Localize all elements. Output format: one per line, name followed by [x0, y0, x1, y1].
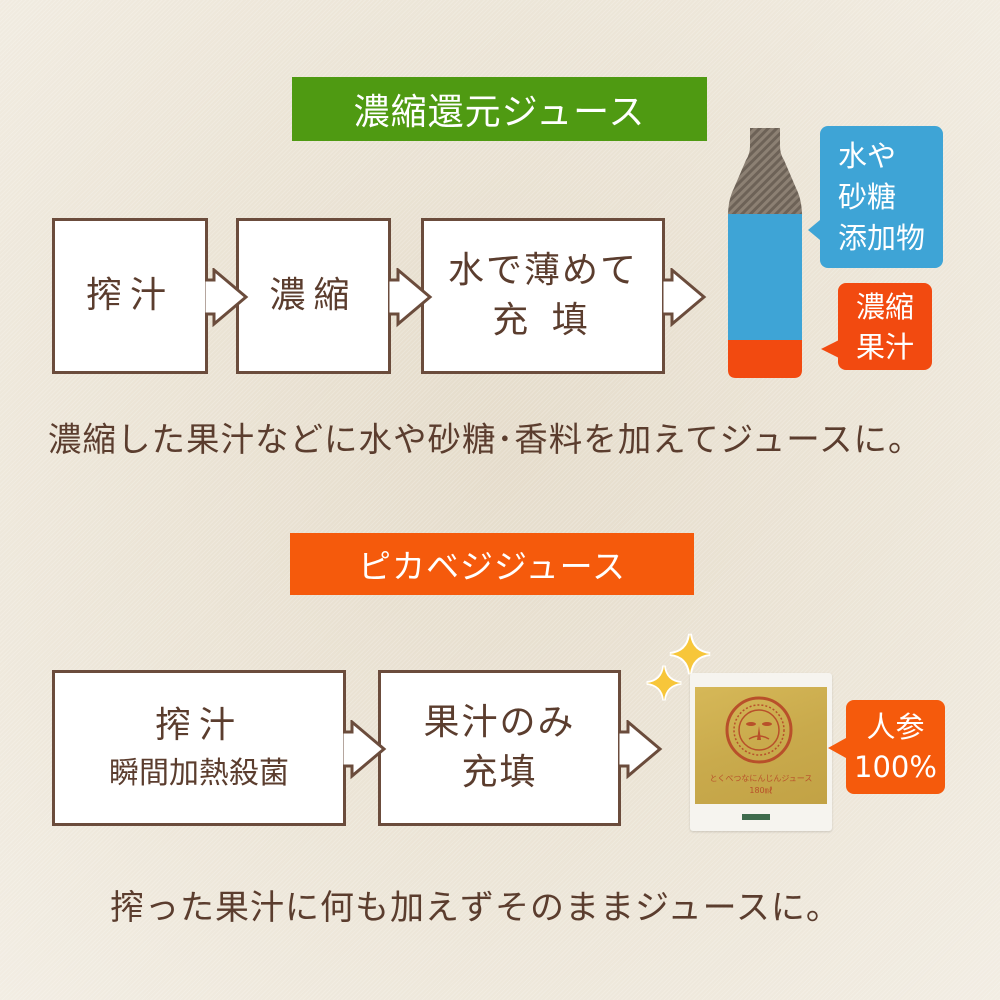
- step-dilute-fill: 水で薄めて 充 填: [421, 218, 665, 374]
- callout-additives-line: 水や: [838, 138, 897, 173]
- pikavege-juice-title: ピカベジジュース: [290, 533, 694, 595]
- step-concentrate: 濃縮: [236, 218, 391, 374]
- concentrate-juice-title-text: 濃縮還元ジュース: [353, 92, 646, 133]
- callout-tail: [808, 220, 820, 240]
- callout-additives-line: 砂糖: [838, 179, 897, 214]
- package-name: とくべつなにんじんジュース: [709, 774, 813, 783]
- step-concentrate-label: 濃縮: [269, 275, 358, 316]
- step-dilute-label: 水で薄めて: [447, 250, 638, 291]
- callout-carrot-100: 人参 100%: [846, 700, 945, 794]
- step-fill-label: 充 填: [492, 300, 594, 341]
- callout-additives-line: 添加物: [838, 220, 926, 255]
- arrow-right-icon: [205, 268, 249, 328]
- step-juice-only-label: 果汁のみ: [423, 702, 576, 743]
- callout-carrot-line: 人参: [866, 710, 925, 744]
- step-squeeze-sterilize: 搾汁 瞬間加熱殺菌: [52, 670, 346, 826]
- bottle-icon: [728, 128, 802, 378]
- package-label: とくべつなにんじんジュース 180㎖: [695, 687, 827, 804]
- callout-concentrate-line: 果汁: [855, 329, 914, 364]
- concentrate-description: 濃縮した果汁などに水や砂糖･香料を加えてジュースに。: [48, 420, 923, 459]
- callout-tail: [821, 340, 839, 358]
- face-logo-icon: [725, 696, 793, 764]
- arrow-right-icon: [663, 268, 707, 328]
- step-juice-only-fill: 果汁のみ 充填: [378, 670, 621, 826]
- step-squeeze: 搾汁: [52, 218, 208, 374]
- callout-additives: 水や 砂糖 添加物: [820, 126, 943, 268]
- callout-concentrate-line: 濃縮: [855, 289, 914, 324]
- callout-concentrate: 濃縮 果汁: [838, 283, 932, 370]
- barcode: [742, 814, 770, 820]
- arrow-right-icon: [343, 720, 387, 780]
- callout-tail: [828, 738, 846, 758]
- pikavege-description: 搾った果汁に何も加えずそのままジュースに。: [110, 888, 841, 928]
- arrow-right-icon: [389, 268, 433, 328]
- callout-percent-line: 100%: [854, 750, 937, 784]
- step-sterilize-label: 瞬間加熱殺菌: [109, 756, 289, 791]
- pikavege-juice-title-text: ピカベジジュース: [357, 547, 627, 586]
- arrow-right-icon: [619, 720, 663, 780]
- step-squeeze-label: 搾汁: [154, 705, 243, 746]
- step-squeeze-label: 搾汁: [85, 275, 174, 316]
- juice-package-icon: とくべつなにんじんジュース 180㎖: [690, 673, 832, 831]
- sparkle-icon: [646, 665, 682, 701]
- concentrate-juice-title: 濃縮還元ジュース: [292, 77, 707, 141]
- package-volume: 180㎖: [749, 786, 773, 795]
- step-fill-label: 充填: [461, 752, 538, 793]
